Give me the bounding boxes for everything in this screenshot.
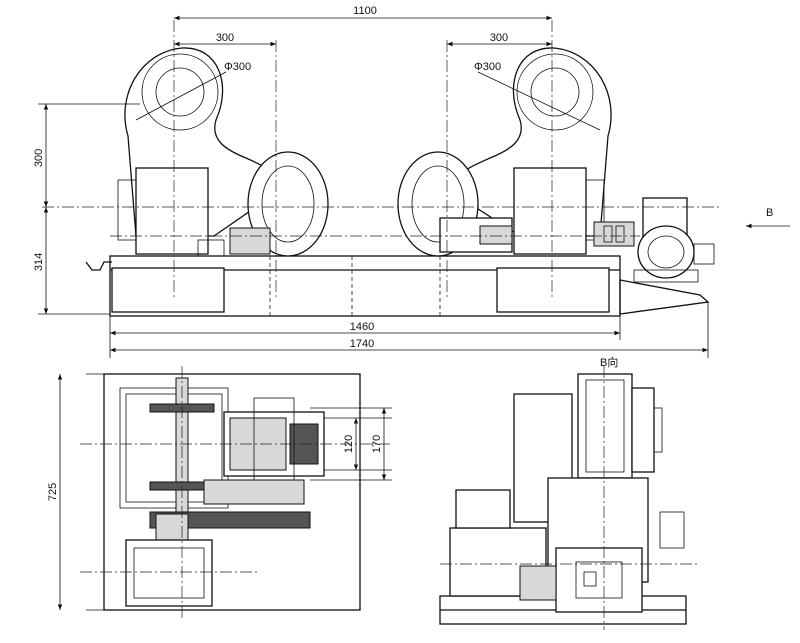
right-bearing-block <box>513 167 587 255</box>
front-elevation: 1100 300 300 Φ300 Φ300 300 314 1460 1740… <box>33 5 790 358</box>
dim-roller-width-outer: 170 <box>371 435 383 453</box>
view-b-coupling <box>519 565 557 601</box>
view-b-motor <box>555 547 643 613</box>
dim-base-length: 1460 <box>350 321 374 333</box>
dim-right-offset: 300 <box>490 32 508 44</box>
plan-gear-train <box>203 479 305 505</box>
dim-height-upper: 300 <box>33 149 45 167</box>
view-b: B向 <box>439 355 700 630</box>
left-bearing-block <box>135 167 209 255</box>
view-b-roller <box>577 373 633 479</box>
left-roller-assembly <box>117 47 329 257</box>
dim-height-lower: 314 <box>33 253 45 271</box>
dim-plan-depth: 725 <box>47 483 59 501</box>
motor-skid <box>619 279 710 315</box>
plan-view: 725 120 170 <box>47 366 392 618</box>
dim-left-roller-diameter: Φ300 <box>224 61 251 73</box>
drive-motor <box>633 197 715 283</box>
dim-roller-width-inner: 120 <box>343 435 355 453</box>
view-arrow-label: B <box>766 207 773 219</box>
dim-overall-length: 1740 <box>350 338 374 350</box>
plan-motor-seat <box>125 539 213 607</box>
plan-chain-drive <box>149 511 311 529</box>
left-gear-housing <box>229 227 271 255</box>
dim-top-span: 1100 <box>353 5 377 17</box>
view-b-title: B向 <box>600 355 618 369</box>
dim-right-roller-diameter: Φ300 <box>474 61 501 73</box>
dim-left-offset: 300 <box>216 32 234 44</box>
coupling <box>593 221 635 247</box>
right-roller-assembly <box>397 47 635 257</box>
